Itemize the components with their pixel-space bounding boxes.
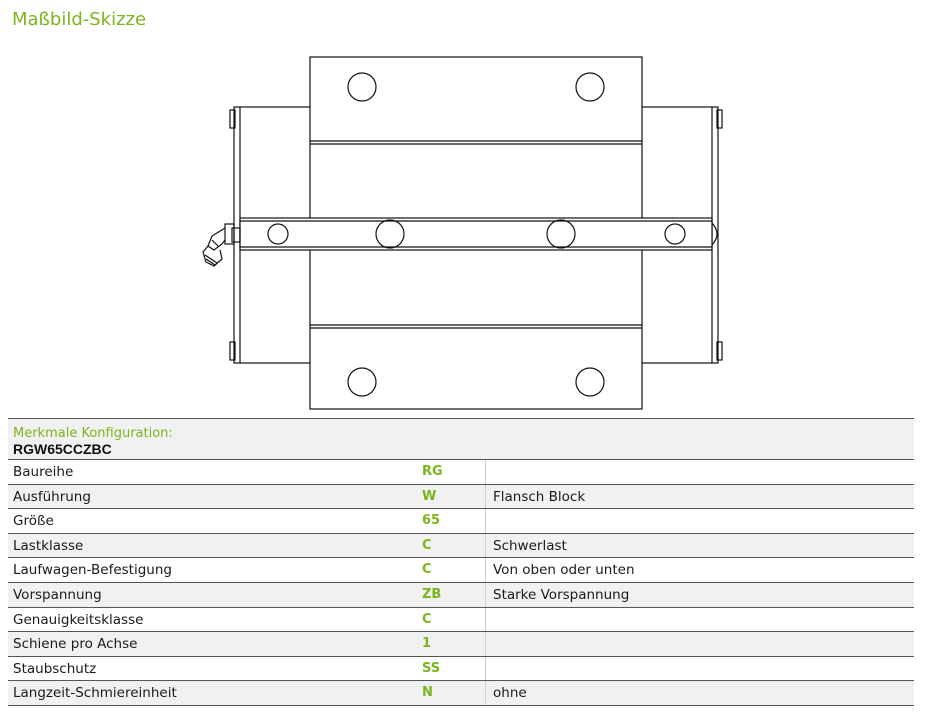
table-row: Größe 65	[8, 509, 914, 534]
column-divider	[485, 607, 486, 632]
config-header: Merkmale Konfiguration: RGW65CCZBC	[8, 418, 914, 460]
config-table: Merkmale Konfiguration: RGW65CCZBC Baure…	[8, 418, 914, 706]
end-seal-right-top	[716, 109, 723, 129]
flange-hole-top-right	[575, 72, 605, 102]
column-divider	[485, 558, 486, 582]
column-divider	[485, 533, 486, 558]
feature-name: Lastklasse	[13, 537, 84, 554]
end-seal-left-top	[229, 109, 236, 129]
flange-hole-top-left	[347, 72, 377, 102]
table-row: Laufwagen-Befestigung C Von oben oder unte…	[8, 558, 914, 583]
feature-code: C	[422, 562, 432, 578]
column-divider	[485, 582, 486, 607]
table-row: Schiene pro Achse 1	[8, 632, 914, 657]
end-seal-right-bottom	[716, 341, 723, 361]
feature-name: Genauigkeitsklasse	[13, 611, 144, 628]
feature-code: 1	[422, 636, 432, 652]
column-divider	[485, 460, 486, 484]
rail-hole-2	[375, 219, 405, 249]
feature-name: Ausführung	[13, 488, 91, 505]
rail-hole-1	[267, 223, 289, 245]
feature-description: ohne	[493, 685, 527, 702]
grease-nipple	[202, 223, 241, 267]
config-code: RGW65CCZBC	[13, 441, 112, 457]
feature-description: Schwerlast	[493, 537, 567, 554]
page-title: Maßbild-Skizze	[12, 9, 147, 30]
feature-code: C	[422, 611, 432, 627]
feature-name: Vorspannung	[13, 586, 102, 603]
column-divider	[485, 681, 486, 705]
feature-description: Starke Vorspannung	[493, 586, 630, 603]
feature-description: Von oben oder unten	[493, 562, 635, 579]
feature-code: RG	[422, 464, 443, 479]
column-divider	[485, 509, 486, 533]
dimension-drawing	[202, 56, 723, 410]
feature-code: W	[422, 488, 437, 504]
table-row: Lastklasse C Schwerlast	[8, 533, 914, 559]
feature-name: Größe	[13, 513, 54, 530]
feature-name: Baureihe	[13, 464, 74, 480]
feature-code: ZB	[422, 586, 442, 602]
rail-hole-4	[664, 223, 686, 245]
table-row: Staubschutz SS	[8, 656, 914, 682]
feature-code: N	[422, 685, 433, 701]
table-row: Genauigkeitsklasse C	[8, 607, 914, 633]
table-row: Ausführung W Flansch Block	[8, 484, 914, 510]
rail-hole-3	[546, 219, 576, 249]
feature-name: Schiene pro Achse	[13, 636, 138, 653]
column-divider	[485, 656, 486, 681]
feature-code: C	[422, 537, 432, 553]
table-row: Baureihe RG	[8, 460, 914, 485]
feature-description: Flansch Block	[493, 488, 586, 505]
flange-hole-bottom-left	[347, 367, 377, 397]
end-seal-left-bottom	[229, 341, 236, 361]
table-row: Vorspannung ZB Starke Vorspannung	[8, 582, 914, 608]
rail	[239, 217, 713, 251]
feature-name: Langzeit-Schmiereinheit	[13, 685, 177, 702]
column-divider	[485, 484, 486, 509]
end-cap-right	[711, 222, 718, 246]
feature-code: SS	[422, 660, 441, 676]
column-divider	[485, 632, 486, 656]
feature-code: 65	[422, 513, 441, 529]
feature-name: Laufwagen-Befestigung	[13, 562, 172, 579]
feature-name: Staubschutz	[13, 660, 97, 677]
flange-hole-bottom-right	[575, 367, 605, 397]
config-label: Merkmale Konfiguration:	[13, 426, 173, 441]
